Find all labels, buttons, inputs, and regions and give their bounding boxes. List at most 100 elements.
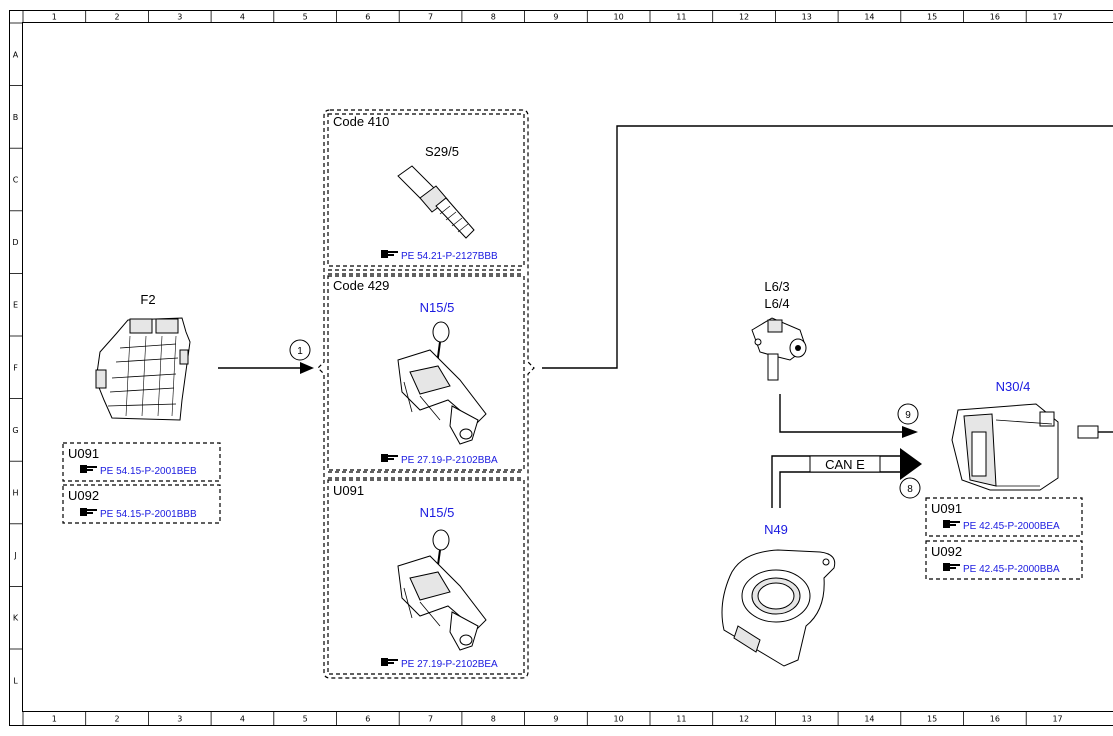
pointing-hand-icon (381, 454, 398, 462)
ruler-column-label: 6 (365, 13, 370, 22)
ruler-column-label: 12 (739, 715, 749, 724)
ruler-column-label: 17 (1052, 715, 1062, 724)
component-group-box (317, 109, 535, 679)
ruler-column-label: 13 (802, 715, 812, 724)
ruler-column-label: 7 (428, 715, 433, 724)
selector-n15-5-drawing (397, 529, 487, 651)
pointing-hand-icon (381, 250, 398, 258)
ruler-column-label: 7 (428, 13, 433, 22)
n49-label: N49 (764, 522, 788, 537)
section-u091: U091 N15/5 PE 27.19-P-2102BEA (333, 483, 498, 670)
ruler-row-label: G (12, 426, 18, 435)
ruler-column-label: 4 (240, 715, 245, 724)
ruler-column-label: 10 (614, 715, 624, 724)
ruler-column-label: 2 (115, 715, 120, 724)
connector-1-arrow: 1 (218, 339, 314, 374)
connector-9-label: 9 (905, 410, 911, 421)
ruler-column-label: 13 (802, 13, 812, 22)
ruler-column-label: 2 (115, 13, 120, 22)
ruler-row-label: C (13, 176, 19, 185)
pointing-hand-icon (943, 520, 960, 528)
ruler-row-label: J (13, 551, 16, 560)
ruler-row-label: D (12, 238, 18, 247)
ruler-column-label: 4 (240, 13, 245, 22)
ruler-column-label: 15 (927, 715, 937, 724)
switch-s29-5-drawing (397, 165, 475, 239)
ruler-row-label: B (13, 113, 19, 122)
ruler-column-label: 10 (614, 13, 624, 22)
connector-8-label: 8 (907, 484, 913, 495)
selector-n15-5-drawing (397, 321, 487, 445)
section-410-code: Code 410 (333, 114, 389, 129)
section-code-429: Code 429 N15/5 PE 27.19-P-2102BBA (333, 278, 498, 466)
ruler-column-label: 1 (52, 13, 57, 22)
pointing-hand-icon (80, 508, 97, 516)
f2-u091-code: U091 (68, 446, 99, 461)
ruler-column-label: 8 (491, 13, 496, 22)
ruler-column-label: 16 (990, 715, 1000, 724)
ruler-column-label: 12 (739, 13, 749, 22)
s29-5-label: S29/5 (425, 144, 459, 159)
f2-u091-ref[interactable]: PE 54.15-P-2001BEB (100, 466, 197, 477)
pointing-hand-icon (381, 658, 398, 666)
n15-5-ref-429[interactable]: PE 27.19-P-2102BBA (401, 455, 498, 466)
n30-u092-code: U092 (931, 544, 962, 559)
ruler-column-label: 16 (990, 13, 1000, 22)
ruler-column-label: 9 (553, 715, 558, 724)
ruler-column-label: 11 (676, 715, 686, 724)
s29-5-ref[interactable]: PE 54.21-P-2127BBB (401, 251, 498, 262)
n30-4-label: N30/4 (996, 379, 1031, 394)
connector-9-arrow: 9 (779, 394, 919, 438)
fuse-box-f2-drawing (95, 317, 191, 421)
ruler-column-label: 3 (177, 715, 182, 724)
ruler-row-label: F (13, 363, 18, 372)
section-429-code: Code 429 (333, 278, 389, 293)
can-e-bus-arrow: CAN E 8 (771, 448, 922, 508)
pointing-hand-icon (80, 465, 97, 473)
f2-ref-box-u092: U092 PE 54.15-P-2001BBB (62, 484, 221, 524)
ruler-column-label: 5 (303, 715, 308, 724)
ruler-column-label: 15 (927, 13, 937, 22)
ruler-row-label: A (13, 50, 19, 59)
ruler-column-label: 5 (303, 13, 308, 22)
drawing-frame (9, 10, 1113, 726)
n30-ref-box-u091: U091 PE 42.45-P-2000BEA (925, 497, 1083, 537)
can-e-label: CAN E (825, 457, 865, 472)
ruler-column-label: 8 (491, 715, 496, 724)
connector-1-label: 1 (297, 346, 303, 357)
steering-angle-sensor-n49-drawing (721, 549, 836, 667)
n15-5-label-u091: N15/5 (420, 505, 455, 520)
f2-label: F2 (140, 292, 155, 307)
ruler-column-label: 17 (1052, 13, 1062, 22)
n30-output-connector (1077, 425, 1113, 439)
n30-u092-ref[interactable]: PE 42.45-P-2000BBA (963, 564, 1060, 575)
n15-5-ref-u091[interactable]: PE 27.19-P-2102BEA (401, 659, 498, 670)
l6-3-label: L6/3 (764, 279, 789, 294)
n15-5-label-429: N15/5 (420, 300, 455, 315)
ruler-row-label: L (13, 676, 18, 685)
section-code-410: Code 410 S29/5 PE 54.21-P-2127BBB (333, 114, 498, 262)
ruler-column-label: 11 (676, 13, 686, 22)
esp-unit-n30-4-drawing (951, 403, 1059, 491)
ruler-column-label: 6 (365, 715, 370, 724)
n30-u091-ref[interactable]: PE 42.45-P-2000BEA (963, 521, 1060, 532)
group-output-wire (542, 125, 1113, 369)
ruler-column-label: 14 (864, 715, 874, 724)
section-u091-code: U091 (333, 483, 364, 498)
l6-4-label: L6/4 (764, 296, 789, 311)
ruler-column-label: 3 (177, 13, 182, 22)
f2-ref-box-u091: U091 PE 54.15-P-2001BEB (62, 442, 221, 482)
ruler-column-label: 1 (52, 715, 57, 724)
ruler-column-label: 14 (864, 13, 874, 22)
pointing-hand-icon (943, 563, 960, 571)
f2-u092-code: U092 (68, 488, 99, 503)
speed-sensor-l6-drawing (751, 317, 807, 381)
n30-u091-code: U091 (931, 501, 962, 516)
ruler-row-label: K (13, 614, 19, 623)
f2-u092-ref[interactable]: PE 54.15-P-2001BBB (100, 509, 197, 520)
ruler-row-label: H (12, 489, 18, 498)
ruler-column-label: 9 (553, 13, 558, 22)
